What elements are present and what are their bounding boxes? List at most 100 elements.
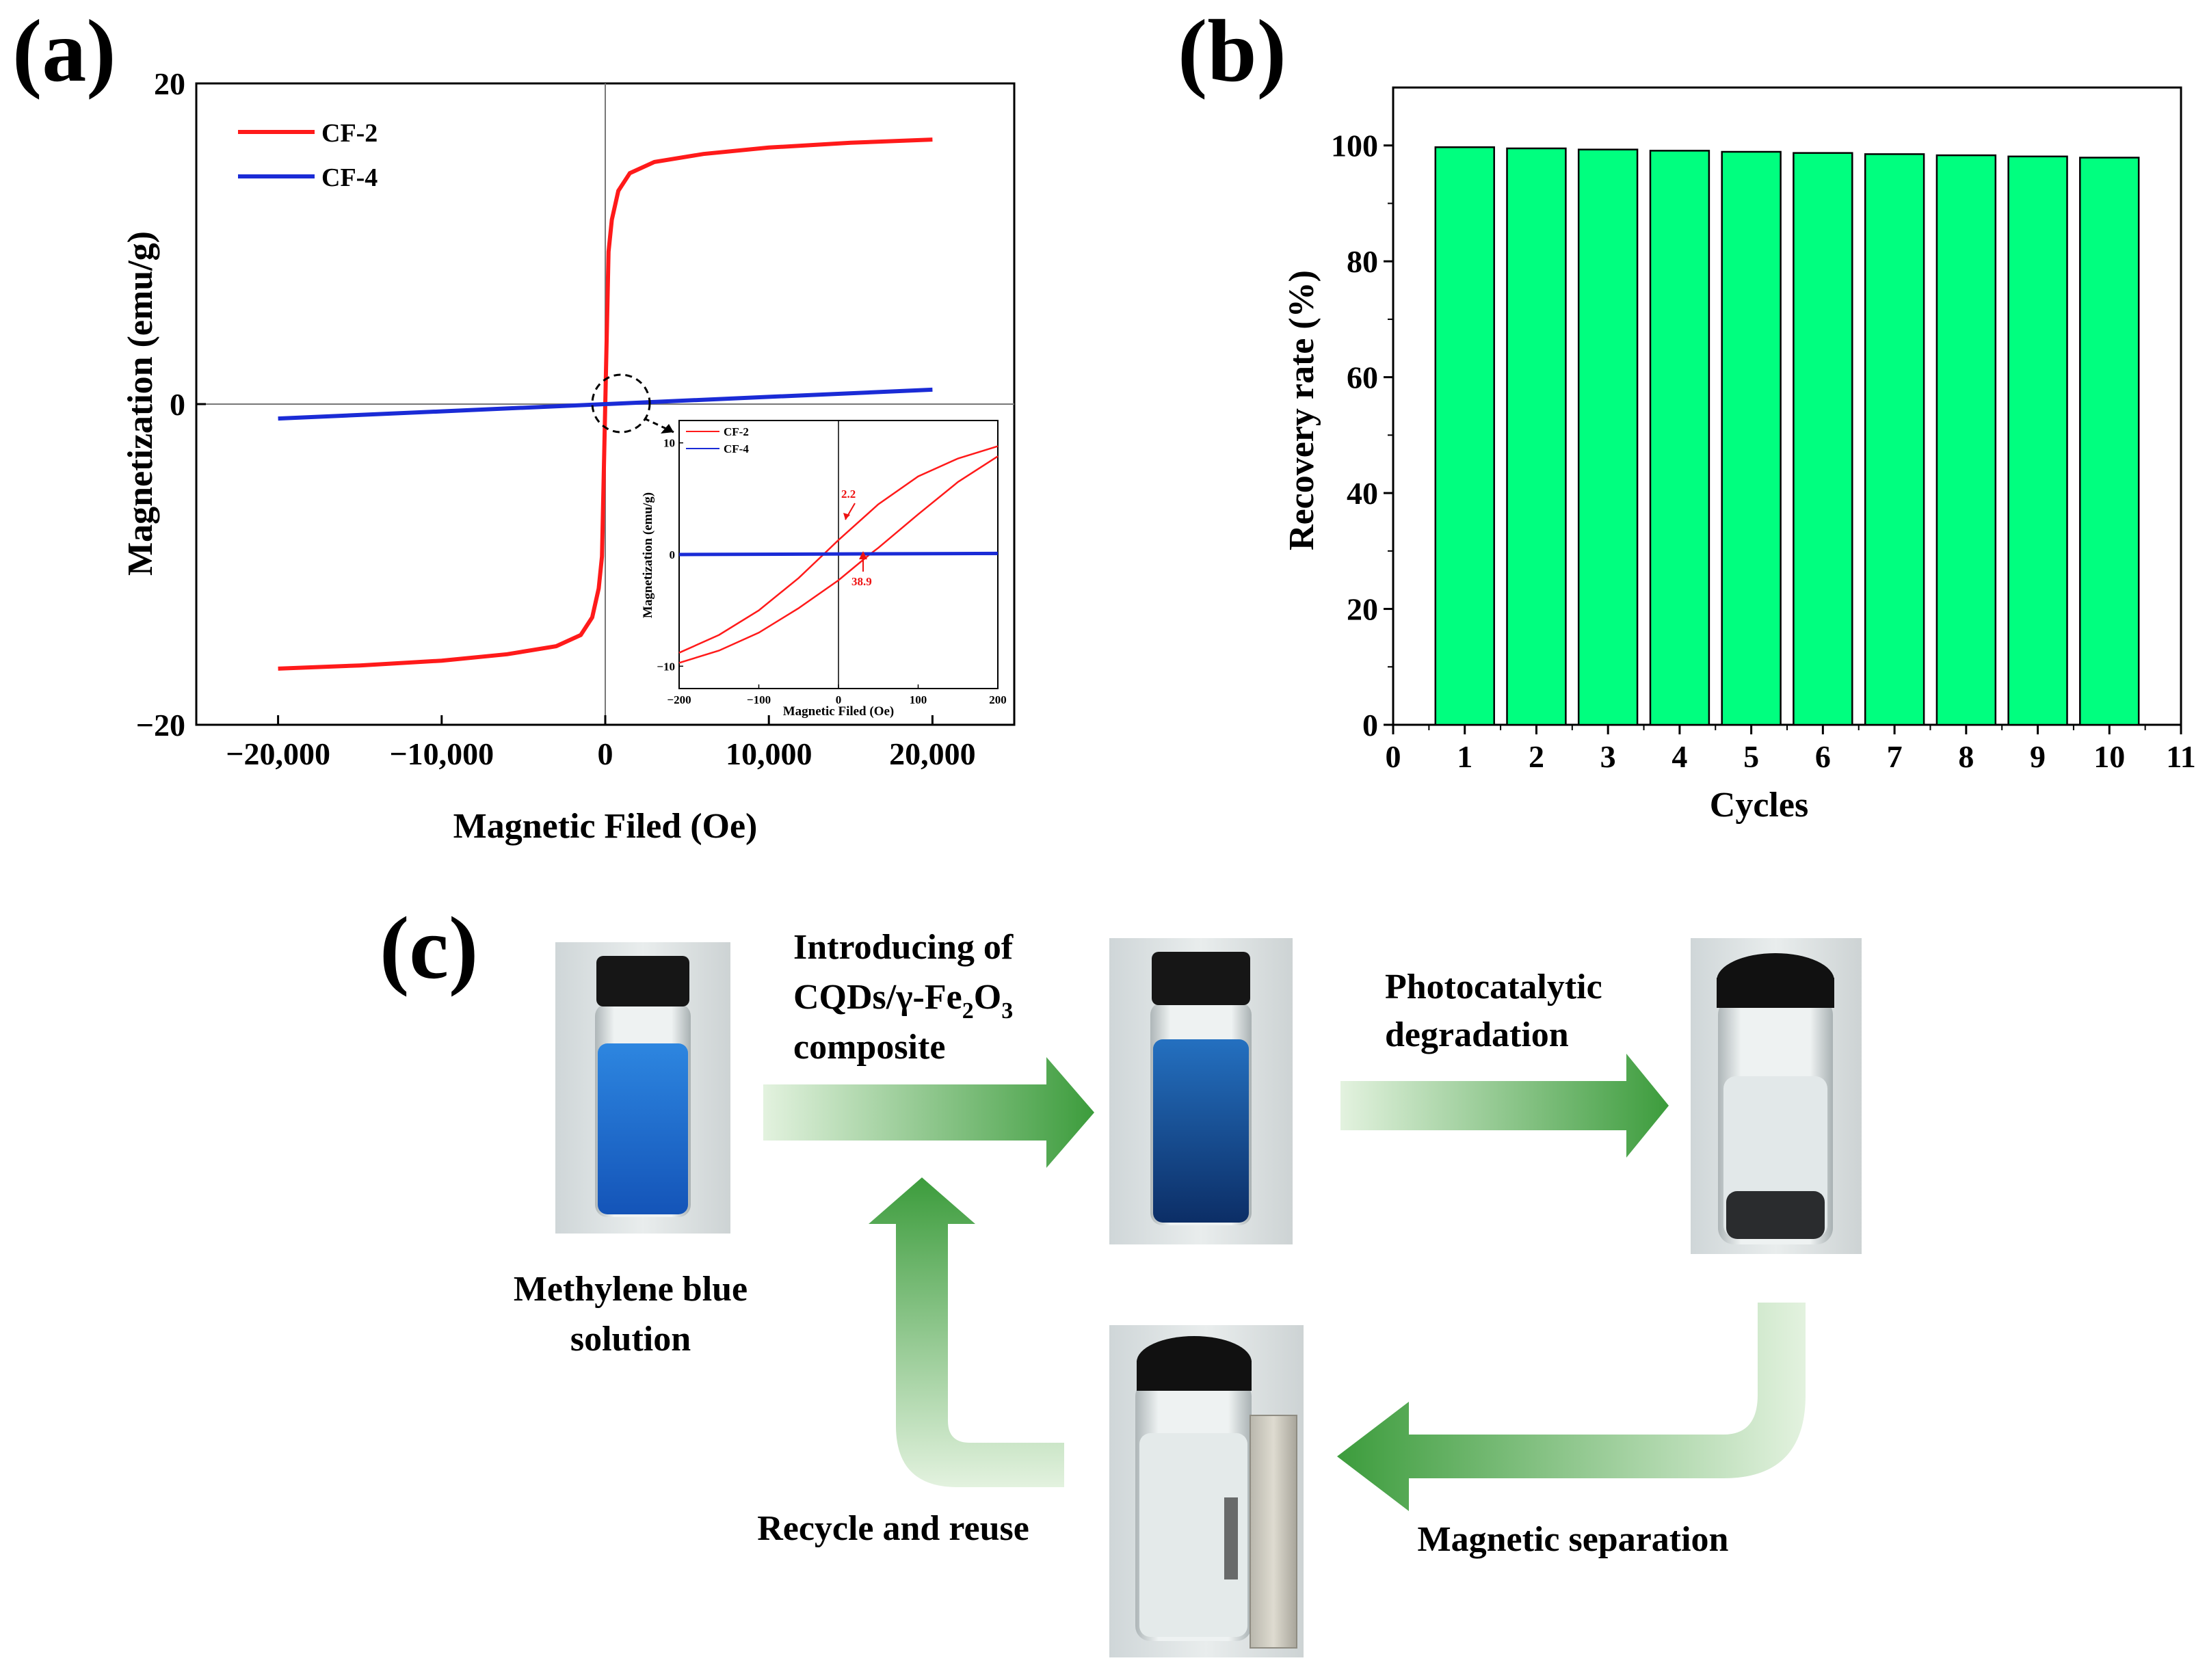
bar-cycle-1 xyxy=(1434,146,1495,726)
chart-b-xtick-label: 9 xyxy=(2030,739,2046,774)
chart-b-xtick-label: 6 xyxy=(1815,739,1831,774)
chart-a-ytick-label: 0 xyxy=(170,387,185,422)
caption-introducing: Introducing of xyxy=(793,928,1014,967)
arrow-photocatalytic xyxy=(1340,1054,1669,1158)
caption-cqds-formula: CQDs/γ-Fe2O3 xyxy=(793,978,1013,1024)
chart-a-legend: CF-2 CF-4 xyxy=(238,119,378,192)
inset-xtick-label: 200 xyxy=(989,693,1007,706)
magnet xyxy=(1250,1415,1297,1649)
chart-a-ytick-label: −20 xyxy=(136,708,185,743)
vial1-cap xyxy=(596,956,689,1006)
vial2-cap xyxy=(1152,952,1250,1005)
chart-b-xtick-label: 8 xyxy=(1958,739,1974,774)
bar-cycle-3 xyxy=(1577,148,1639,726)
bar-cycle-2 xyxy=(1506,147,1567,726)
inset-xtick-label: 100 xyxy=(910,693,927,706)
vial3-sediment xyxy=(1726,1191,1825,1239)
chart-b-xtick-label: 1 xyxy=(1457,739,1472,774)
vial1-liquid xyxy=(598,1043,688,1214)
zoom-circle xyxy=(591,373,651,434)
inset-xlabel: Magnetic Filed (Oe) xyxy=(783,704,895,719)
chart-b-ytick-label: 20 xyxy=(1347,592,1378,627)
chart-a-xlabel: Magnetic Filed (Oe) xyxy=(453,807,758,846)
panel-c-label: (c) xyxy=(380,899,478,998)
annot-arrowhead-2 xyxy=(859,551,867,559)
chart-b-xlabel: Cycles xyxy=(1710,786,1808,825)
bar-cycle-10 xyxy=(2079,157,2140,726)
chart-b-xtick-label: 7 xyxy=(1887,739,1903,774)
photo-methylene-blue xyxy=(555,942,730,1234)
caption-composite: composite xyxy=(793,1028,945,1067)
caption-magnetic-separation: Magnetic separation xyxy=(1418,1520,1729,1559)
panel-a-label: (a) xyxy=(12,2,116,101)
arrow-recycle xyxy=(869,1177,1064,1487)
caption-recycle-reuse: Recycle and reuse xyxy=(757,1509,1029,1548)
chart-b-xtick-label: 11 xyxy=(2166,739,2195,774)
inset-series-2 xyxy=(678,551,999,557)
caption-solution: solution xyxy=(570,1320,691,1359)
vial4-cap-side xyxy=(1137,1361,1252,1391)
inset-xtick-label: −100 xyxy=(747,693,771,706)
chart-b-xtick-label: 5 xyxy=(1743,739,1759,774)
bar-cycle-9 xyxy=(2007,155,2068,726)
chart-b-ytick-label: 0 xyxy=(1362,708,1378,743)
caption-methylene-blue: Methylene blue xyxy=(514,1270,748,1309)
caption-photocatalytic: Photocatalytic xyxy=(1385,968,1602,1006)
caption-degradation: degradation xyxy=(1385,1015,1569,1054)
inset-ytick-label: 10 xyxy=(663,437,675,450)
legend-cf4-label: CF-4 xyxy=(321,163,378,192)
chart-a-xtick-label: 10,000 xyxy=(726,736,812,771)
arrow-magnetic-separation xyxy=(1337,1303,1806,1511)
inset-xtick-label: 0 xyxy=(836,693,842,706)
bar-cycle-7 xyxy=(1864,153,1925,726)
chart-b-ytick-label: 100 xyxy=(1331,129,1378,163)
zoom-arrowhead xyxy=(661,424,674,434)
inset-ytick-label: −10 xyxy=(657,660,675,673)
bar-cycle-4 xyxy=(1649,150,1710,726)
bar-cycle-6 xyxy=(1793,152,1853,726)
vial2-liquid xyxy=(1153,1039,1249,1223)
chart-b-xtick-label: 0 xyxy=(1386,739,1401,774)
chart-a-xtick-label: −20,000 xyxy=(226,736,330,771)
zoom-arrow xyxy=(644,417,674,434)
chart-a-ylabel: Magnetization (emu/g) xyxy=(121,231,160,576)
inset-annotation-38-9: 38.9 xyxy=(851,575,872,588)
vial4-liquid xyxy=(1139,1433,1247,1637)
inset-annotation-2-2: 2.2 xyxy=(841,488,856,501)
legend-cf2-label: CF-2 xyxy=(321,119,378,148)
inset-legend-cf4-label: CF-4 xyxy=(724,442,749,455)
vial3-cap-side xyxy=(1717,978,1834,1008)
inset-ylabel: Magnetization (emu/g) xyxy=(641,492,655,618)
chart-b-ylabel: Recovery rate (%) xyxy=(1282,270,1321,550)
panel-b-label: (b) xyxy=(1178,2,1286,101)
inset-series-1 xyxy=(678,455,999,664)
bar-cycle-5 xyxy=(1721,150,1782,726)
photo-magnetic-separation xyxy=(1109,1325,1304,1657)
recycling-diagram: Introducing of CQDs/γ-Fe2O3 composite Ph… xyxy=(514,928,1862,1657)
chart-a-series-cf-4 xyxy=(278,387,933,421)
inset-series-0 xyxy=(678,445,999,654)
photo-with-composite xyxy=(1109,938,1293,1244)
inset-xtick-label: −200 xyxy=(667,693,691,706)
chart-a-xtick-label: −10,000 xyxy=(389,736,494,771)
chart-b-ytick-label: 60 xyxy=(1347,360,1378,395)
photo-after-degradation xyxy=(1691,938,1862,1254)
inset-legend-cf2-label: CF-2 xyxy=(724,425,749,438)
inset-ytick-label: 0 xyxy=(670,548,676,561)
chart-b-xtick-label: 10 xyxy=(2093,739,2125,774)
chart-b-ytick-label: 40 xyxy=(1347,476,1378,511)
bar-cycle-8 xyxy=(1935,154,1997,726)
chart-b-xtick-label: 3 xyxy=(1600,739,1616,774)
chart-b-ytick-label: 80 xyxy=(1347,244,1378,279)
arrow-introduce xyxy=(763,1057,1094,1168)
chart-b-xtick-label: 2 xyxy=(1529,739,1544,774)
chart-a-xtick-label: 0 xyxy=(598,736,613,771)
vial4-attracted-particles xyxy=(1224,1497,1238,1579)
chart-a-xtick-label: 20,000 xyxy=(889,736,976,771)
annot-arrowhead-1 xyxy=(843,513,850,520)
chart-a-ytick-label: 20 xyxy=(154,66,185,101)
